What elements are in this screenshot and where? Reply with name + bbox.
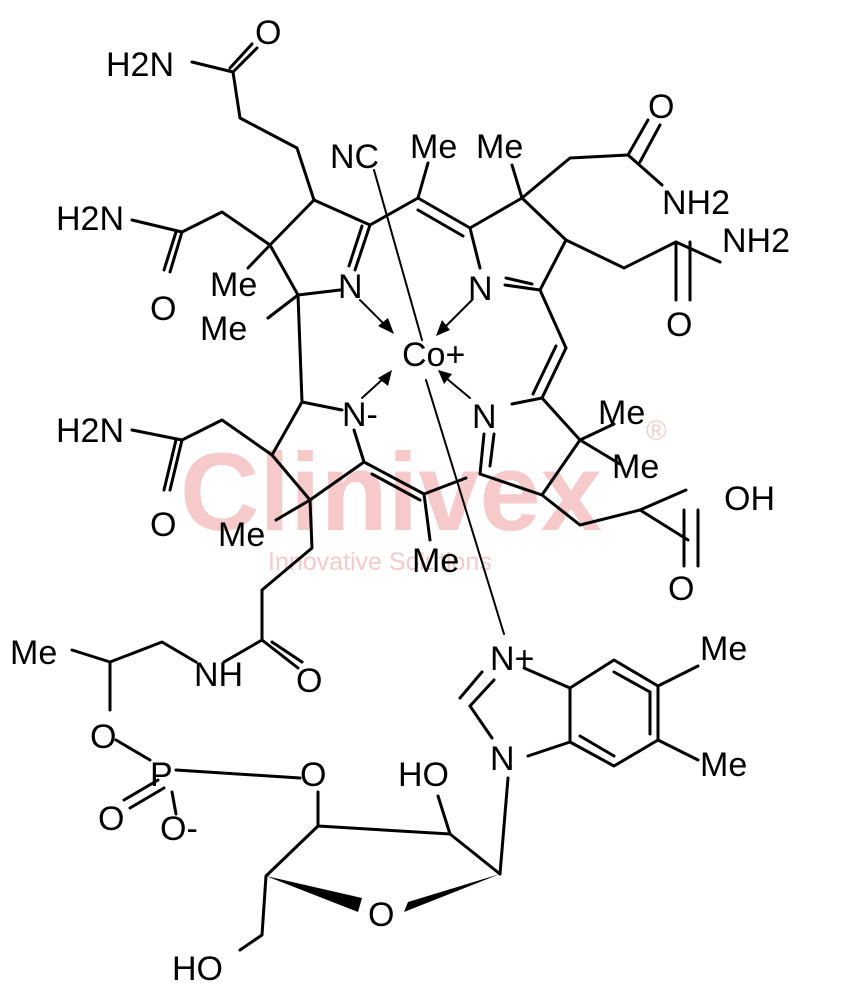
label-nh2-right: NH2 — [722, 222, 790, 260]
label-me-bz2: Me — [700, 746, 747, 784]
label-me-d: Me — [218, 516, 265, 554]
label-o-acid: O — [668, 570, 694, 608]
label-ho-sugar: HO — [398, 756, 449, 794]
label-n-d: N- — [342, 396, 378, 434]
label-o-right: O — [666, 306, 692, 344]
label-o-ring: O — [368, 896, 394, 934]
label-o-p-double: O — [98, 800, 124, 838]
label-me-top-right: Me — [476, 128, 523, 166]
coordination-arrows — [359, 299, 473, 399]
label-me-chain: Me — [10, 634, 57, 672]
label-n-b: N — [468, 270, 493, 308]
label-me-a-bridge: Me — [200, 310, 247, 348]
label-me-c1: Me — [598, 394, 645, 432]
label-n-imid: N — [490, 740, 515, 778]
label-nh2-tr: NH2 — [662, 184, 730, 222]
label-ho-ch2: HO — [172, 950, 223, 988]
label-o-ester: O — [90, 718, 116, 756]
label-o-p-minus: O- — [160, 810, 198, 848]
label-nc: NC — [330, 138, 379, 176]
label-o-tr: O — [648, 88, 674, 126]
label-o-left1: O — [150, 290, 176, 328]
label-h2n-left: H2N — [56, 200, 124, 238]
label-me-cd: Me — [412, 542, 459, 580]
label-h2n-left2: H2N — [56, 412, 124, 450]
label-o-top: O — [255, 14, 281, 52]
label-n-a: N — [338, 268, 363, 306]
wedges — [266, 874, 500, 912]
label-o-p-link: O — [300, 756, 326, 794]
label-o-left2: O — [150, 506, 176, 544]
label-me-bz1: Me — [700, 630, 747, 668]
bonds — [70, 42, 722, 952]
label-nh-amide: NH — [194, 656, 243, 694]
label-me-c2: Me — [612, 448, 659, 486]
label-o-amide: O — [296, 662, 322, 700]
label-n-imid-plus: N+ — [490, 640, 534, 678]
label-oh-acid: OH — [724, 480, 775, 518]
label-n-c: N — [472, 398, 497, 436]
label-h2n-top: H2N — [106, 46, 174, 84]
watermark-registered: ® — [646, 415, 667, 446]
atom-labels: H2N O NC Me Me O NH2 H2N O Me N NH2 Me C… — [10, 14, 790, 988]
label-co: Co+ — [402, 336, 465, 374]
label-me-top-left: Me — [410, 128, 457, 166]
label-p: P — [150, 756, 173, 794]
label-me-a-ring: Me — [210, 266, 257, 304]
